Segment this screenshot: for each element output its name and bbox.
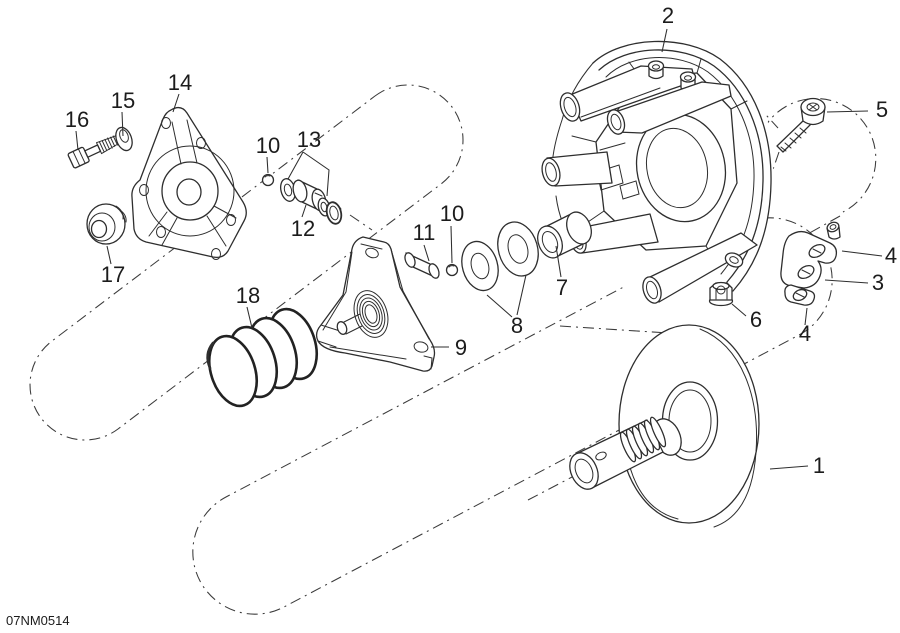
part-4-bushing-upper (826, 221, 841, 240)
part-2-sliding-sheave (541, 40, 774, 322)
part-10-ball-upper (261, 173, 275, 187)
part-10-ball-lower (445, 263, 459, 277)
leader-lines (75, 28, 883, 470)
phantom-belt-outline-lower (192, 217, 833, 615)
part-5-bolt (776, 97, 826, 153)
phantom-axis-lines (349, 151, 780, 501)
part-7-sleeve (537, 211, 592, 259)
phantom-belt-outline-upper (29, 84, 464, 441)
part-8-washers (461, 221, 539, 292)
part-9-spider (315, 236, 436, 372)
part-15-washer (115, 126, 133, 152)
part-16-hex-bolt (67, 135, 121, 169)
part-6-nut (708, 281, 734, 307)
part-14-cover-plate (131, 106, 247, 260)
part-17-plug (86, 203, 127, 245)
part-13-washer-right (317, 197, 343, 225)
part-3-lever (780, 230, 838, 289)
drawing-code: 07NM0514 (6, 613, 70, 628)
part-4-bracket-lower (784, 284, 816, 306)
part-18-spring (206, 307, 318, 408)
part-1-fixed-sheave (569, 324, 760, 528)
part-11-pin (404, 252, 440, 279)
